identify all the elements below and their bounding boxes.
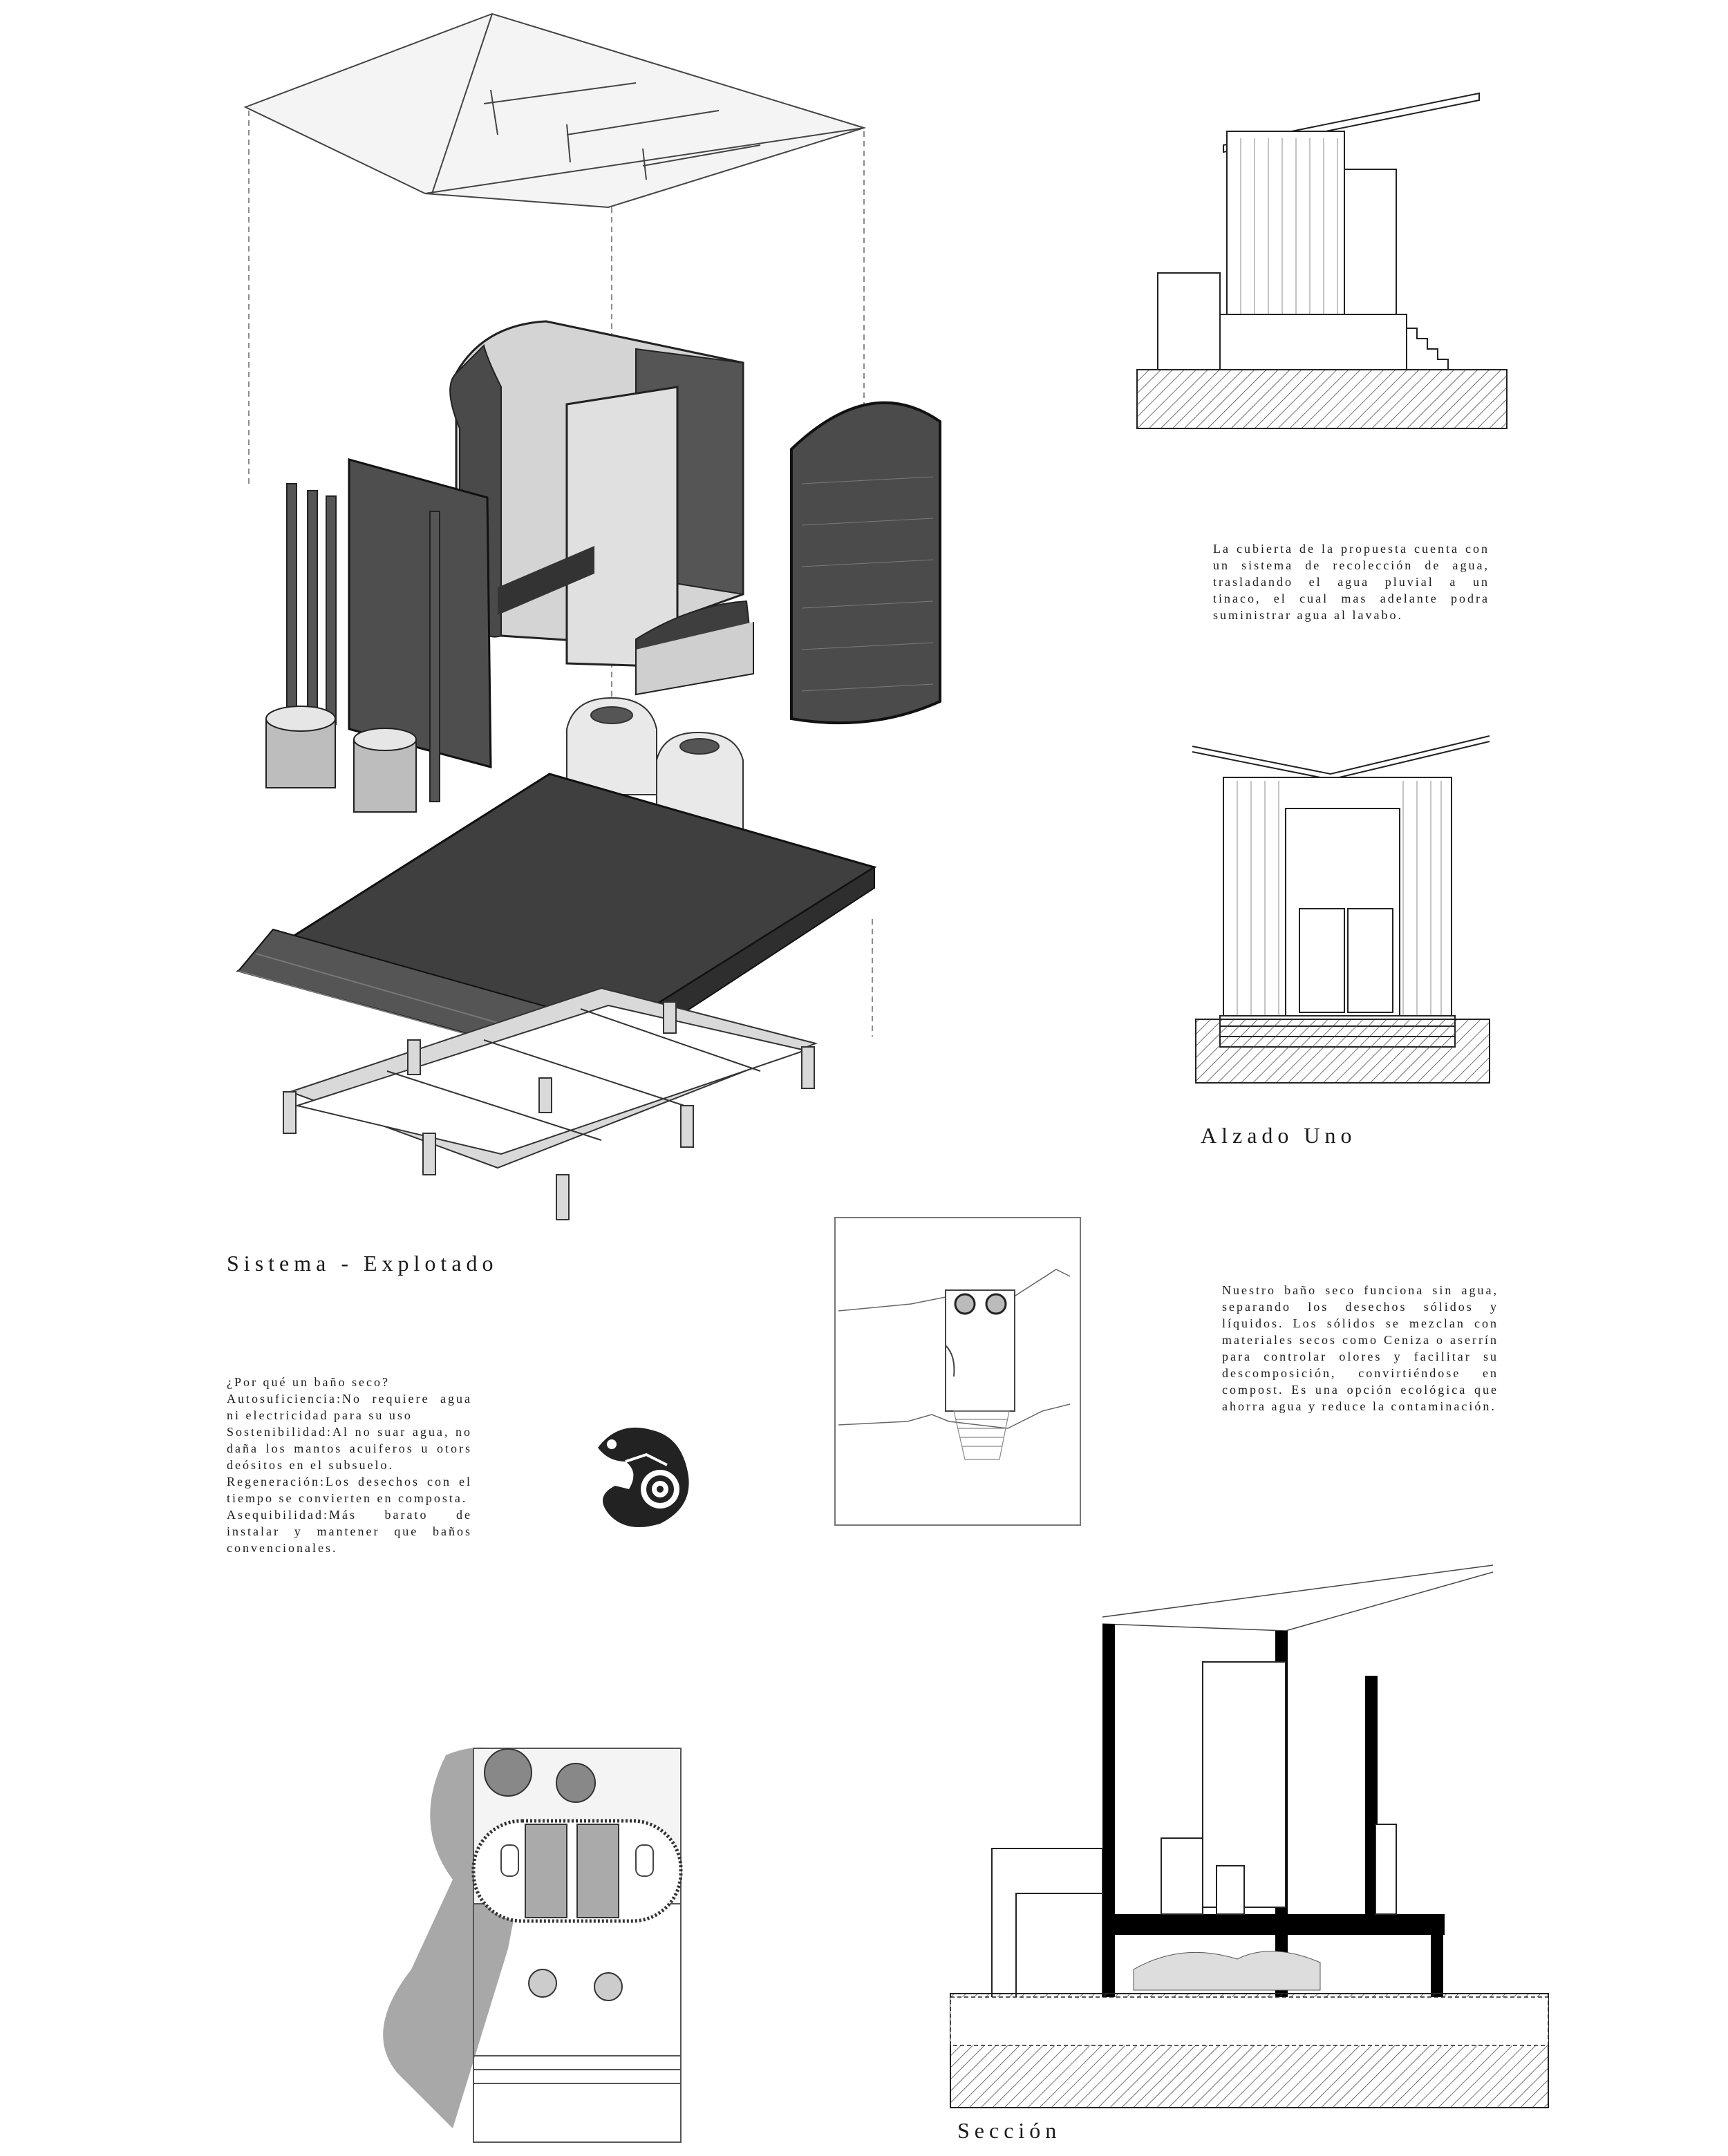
title-elevation: Alzado Uno: [1201, 1123, 1357, 1148]
plan-view: [383, 1747, 683, 2143]
roof-note: La cubierta de la propuesta cuenta con u…: [1213, 542, 1490, 622]
why-item: Asequibilidad:Más barato de instalar y m…: [227, 1508, 472, 1555]
water-tanks: [566, 697, 744, 830]
wall-panel-left: [348, 458, 492, 768]
back-enclosure: [449, 320, 755, 696]
chameleon-logo: [598, 1427, 689, 1527]
roof-plane: [243, 12, 867, 209]
elevation-front: [1192, 735, 1490, 1084]
why-heading: ¿Por qué un baño seco?: [227, 1375, 390, 1389]
why-list: ¿Por qué un baño seco? Autosuficiencia:N…: [227, 1374, 472, 1556]
small-tanks: [265, 706, 417, 813]
why-item: Autosuficiencia:No requiere agua ni elec…: [227, 1392, 472, 1422]
why-item: Regeneración:Los desechos con el tiempo …: [227, 1475, 472, 1505]
site-sketch: [834, 1217, 1081, 1526]
elevation-side: [1136, 92, 1508, 429]
section-view: [950, 1564, 1549, 2108]
dry-toilet-note: Nuestro baño seco funciona sin agua, sep…: [1222, 1283, 1499, 1413]
title-section: Sección: [957, 2118, 1062, 2143]
why-item: Sostenibilidad:Al no suar agua, no daña …: [227, 1425, 472, 1472]
substructure-frame: [283, 987, 818, 1220]
curved-wall-right: [790, 401, 941, 725]
title-exploded: Sistema - Explotado: [227, 1251, 498, 1276]
hatch-ground-1: [1136, 369, 1508, 429]
